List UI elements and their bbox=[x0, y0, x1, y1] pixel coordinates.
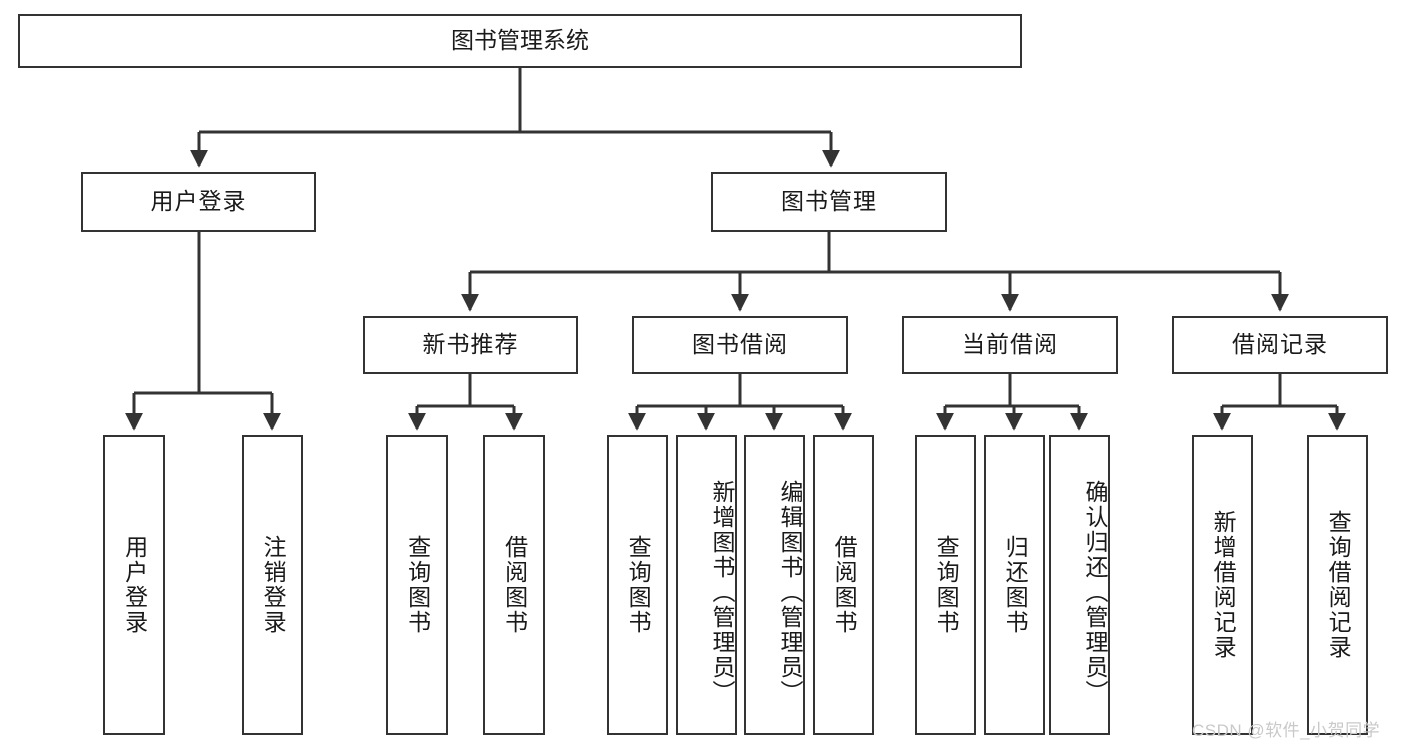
node-book-borrow[interactable]: 图书借阅 bbox=[632, 316, 848, 374]
node-leaf-logout-login[interactable]: 注销登录 bbox=[242, 435, 303, 735]
node-user-login[interactable]: 用户登录 bbox=[81, 172, 316, 232]
watermark-text: CSDN @软件_小贺同学 bbox=[1192, 721, 1381, 740]
node-current-borrow[interactable]: 当前借阅 bbox=[902, 316, 1118, 374]
node-leaf-query-book-2[interactable]: 查询图书 bbox=[607, 435, 668, 735]
node-borrow-record[interactable]: 借阅记录 bbox=[1172, 316, 1388, 374]
node-book-manage[interactable]: 图书管理 bbox=[711, 172, 947, 232]
node-leaf-add-book[interactable]: 新增图书（管理员） bbox=[676, 435, 737, 735]
node-leaf-edit-book[interactable]: 编辑图书（管理员） bbox=[744, 435, 805, 735]
node-leaf-add-borrow-record[interactable]: 新增借阅记录 bbox=[1192, 435, 1253, 735]
node-leaf-return-book[interactable]: 归还图书 bbox=[984, 435, 1045, 735]
node-root-system[interactable]: 图书管理系统 bbox=[18, 14, 1022, 68]
node-leaf-query-book-3[interactable]: 查询图书 bbox=[915, 435, 976, 735]
node-new-book-recommend[interactable]: 新书推荐 bbox=[363, 316, 578, 374]
node-leaf-borrow-book-1[interactable]: 借阅图书 bbox=[483, 435, 545, 735]
node-leaf-query-borrow-record[interactable]: 查询借阅记录 bbox=[1307, 435, 1368, 735]
node-leaf-query-book-1[interactable]: 查询图书 bbox=[386, 435, 448, 735]
node-leaf-confirm-return[interactable]: 确认归还（管理员） bbox=[1049, 435, 1110, 735]
node-leaf-user-login[interactable]: 用户登录 bbox=[103, 435, 165, 735]
node-leaf-borrow-book-2[interactable]: 借阅图书 bbox=[813, 435, 874, 735]
